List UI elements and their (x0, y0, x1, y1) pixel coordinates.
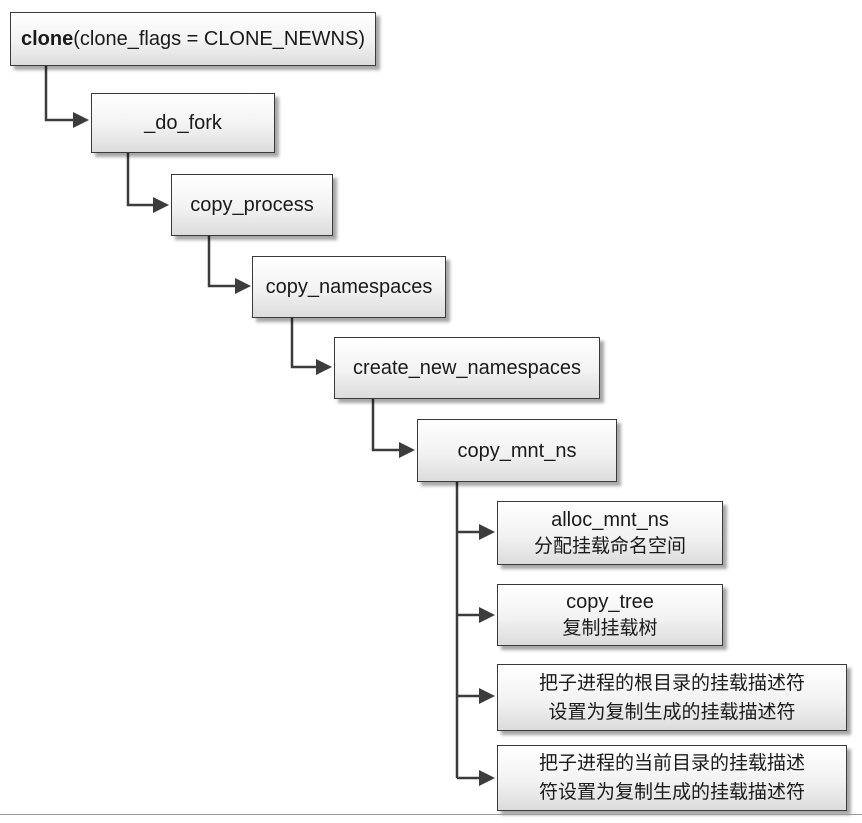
node-copy-process-label: copy_process (190, 194, 314, 216)
edge-clone-to-do-fork (44, 66, 89, 128)
node-alloc-mnt-ns-desc: 分配挂载命名空间 (533, 535, 686, 557)
node-alloc-mnt-ns-label: alloc_mnt_ns (551, 509, 669, 531)
node-set-cwd-mount: 把子进程的当前目录的挂载描述 符设置为复制生成的挂载描述符 (497, 745, 847, 811)
node-create-new-namespaces: create_new_namespaces (334, 337, 600, 399)
edge-to-set-root (457, 688, 495, 704)
edge-copy-namespaces-to-create-new-namespaces (290, 318, 332, 375)
node-set-cwd-line1: 把子进程的当前目录的挂载描述 (538, 752, 805, 774)
node-copy-tree: copy_tree 复制挂载树 (497, 584, 723, 646)
node-clone: clone(clone_flags = CLONE_NEWNS) (10, 12, 376, 66)
edge-create-new-namespaces-to-copy-mnt-ns (371, 399, 415, 458)
edge-copy-process-to-copy-namespaces (207, 236, 251, 294)
node-clone-label: clone(clone_flags = CLONE_NEWNS) (21, 26, 365, 52)
node-copy-tree-desc: 复制挂载树 (562, 617, 658, 639)
node-set-cwd-line2: 符设置为复制生成的挂载描述符 (538, 781, 805, 803)
node-create-new-namespaces-label: create_new_namespaces (353, 357, 581, 379)
node-clone-name: clone (20, 28, 74, 50)
edge-to-alloc-mnt-ns (457, 524, 495, 540)
node-alloc-mnt-ns: alloc_mnt_ns 分配挂载命名空间 (497, 501, 723, 565)
bottom-divider (0, 814, 862, 823)
node-copy-mnt-ns-label: copy_mnt_ns (457, 439, 577, 462)
edge-do-fork-to-copy-process (126, 153, 169, 213)
edge-to-copy-tree (457, 607, 495, 623)
node-copy-tree-label: copy_tree (566, 591, 654, 613)
node-do-fork-label: _do_fork (144, 112, 222, 134)
node-do-fork: _do_fork (91, 93, 275, 153)
node-copy-process: copy_process (171, 174, 333, 236)
node-clone-args: (clone_flags = CLONE_NEWNS) (73, 28, 366, 50)
node-set-root-line2: 设置为复制生成的挂载描述符 (548, 700, 796, 723)
node-set-root-mount: 把子进程的根目录的挂载描述符 设置为复制生成的挂载描述符 (497, 664, 847, 731)
node-copy-namespaces-label: copy_namespaces (265, 276, 433, 298)
node-set-root-line1: 把子进程的根目录的挂载描述符 (538, 671, 805, 694)
edge-to-set-cwd (457, 770, 495, 786)
node-copy-namespaces: copy_namespaces (252, 256, 446, 318)
node-copy-mnt-ns: copy_mnt_ns (417, 419, 617, 482)
